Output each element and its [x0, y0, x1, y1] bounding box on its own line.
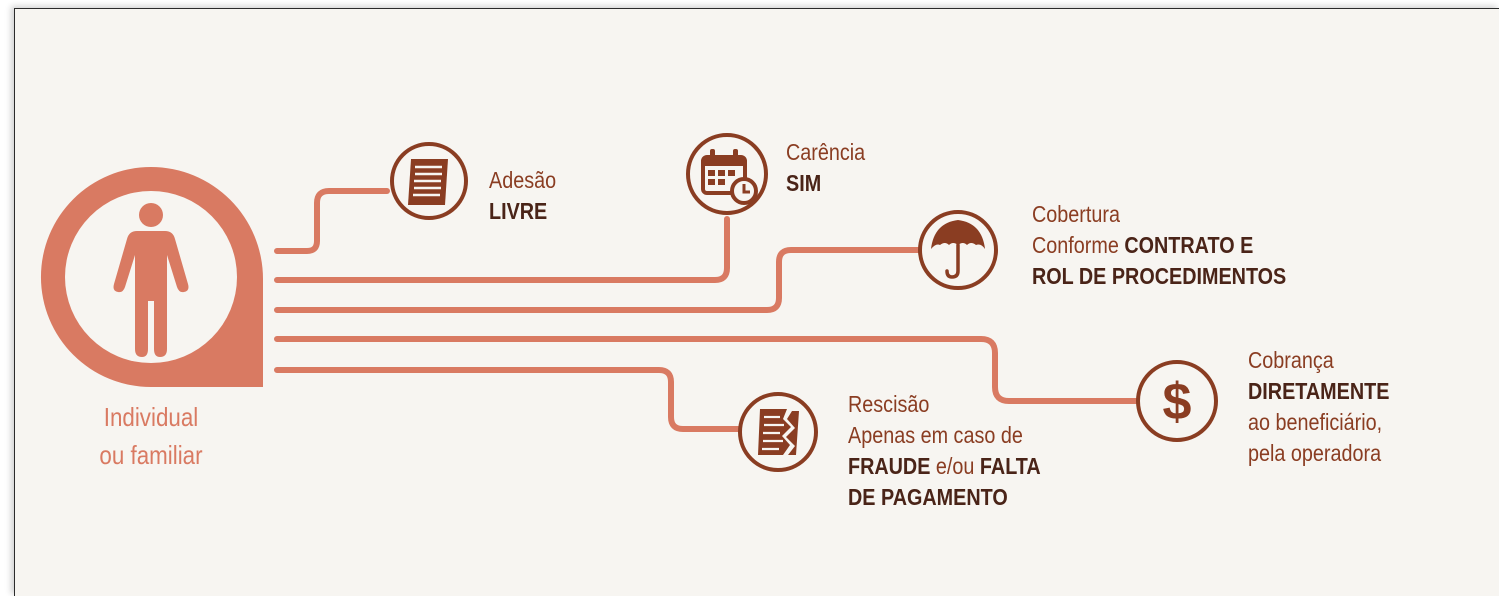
dollar-icon: $	[1136, 360, 1218, 442]
rescisao-line3-bold-b: FALTA	[979, 453, 1041, 479]
cobertura-line2-bold: CONTRATO E	[1124, 232, 1254, 258]
rescisao-line2: Apenas em caso de	[848, 422, 1023, 448]
carencia-label: Carência	[786, 139, 866, 165]
adesao-label: Adesão	[489, 167, 557, 193]
cobranca-line3: ao beneficiário,	[1248, 409, 1383, 435]
person-badge	[40, 166, 263, 387]
person-label-line2: ou familiar	[99, 440, 203, 470]
diagram-frame: $ Individual ou familiar Adesão LIVRE Ca…	[14, 8, 1499, 596]
adesao-value: LIVRE	[489, 198, 548, 224]
rescisao-line3-normal: e/ou	[930, 453, 980, 479]
diagram-canvas: $	[40, 133, 1218, 472]
connector-rescisao	[274, 367, 742, 432]
document-icon	[390, 142, 468, 220]
connector-carencia	[274, 216, 730, 283]
cobranca-label: Cobrança	[1248, 347, 1334, 373]
cobertura-label: Cobertura	[1032, 201, 1120, 227]
cobertura-text: Cobertura Conforme CONTRATO E ROL DE PRO…	[1032, 199, 1286, 292]
connector-cobertura	[274, 247, 924, 313]
connector-adesao	[274, 188, 390, 254]
person-label: Individual ou familiar	[65, 398, 237, 474]
person-label-line1: Individual	[103, 402, 199, 432]
cobranca-value: DIRETAMENTE	[1248, 378, 1390, 404]
cobranca-line4: pela operadora	[1248, 440, 1382, 466]
cobertura-line3: ROL DE PROCEDIMENTOS	[1032, 263, 1287, 289]
rescisao-line3-bold-a: FRAUDE	[848, 453, 931, 479]
umbrella-icon	[918, 210, 998, 290]
rescisao-text: Rescisão Apenas em caso de FRAUDE e/ou F…	[848, 389, 1041, 513]
torn-document-icon	[738, 392, 818, 472]
cobertura-line2-normal: Conforme	[1032, 232, 1125, 258]
carencia-text: Carência SIM	[786, 137, 865, 199]
carencia-value: SIM	[786, 170, 822, 196]
adesao-text: Adesão LIVRE	[489, 165, 556, 227]
svg-text:$: $	[1163, 373, 1192, 431]
rescisao-line4: DE PAGAMENTO	[848, 484, 1008, 510]
connector-cobranca	[274, 336, 1144, 404]
cobranca-text: Cobrança DIRETAMENTE ao beneficiário, pe…	[1248, 345, 1389, 469]
rescisao-label: Rescisão	[848, 391, 930, 417]
calendar-clock-icon	[686, 133, 768, 215]
person-icon	[113, 203, 189, 357]
